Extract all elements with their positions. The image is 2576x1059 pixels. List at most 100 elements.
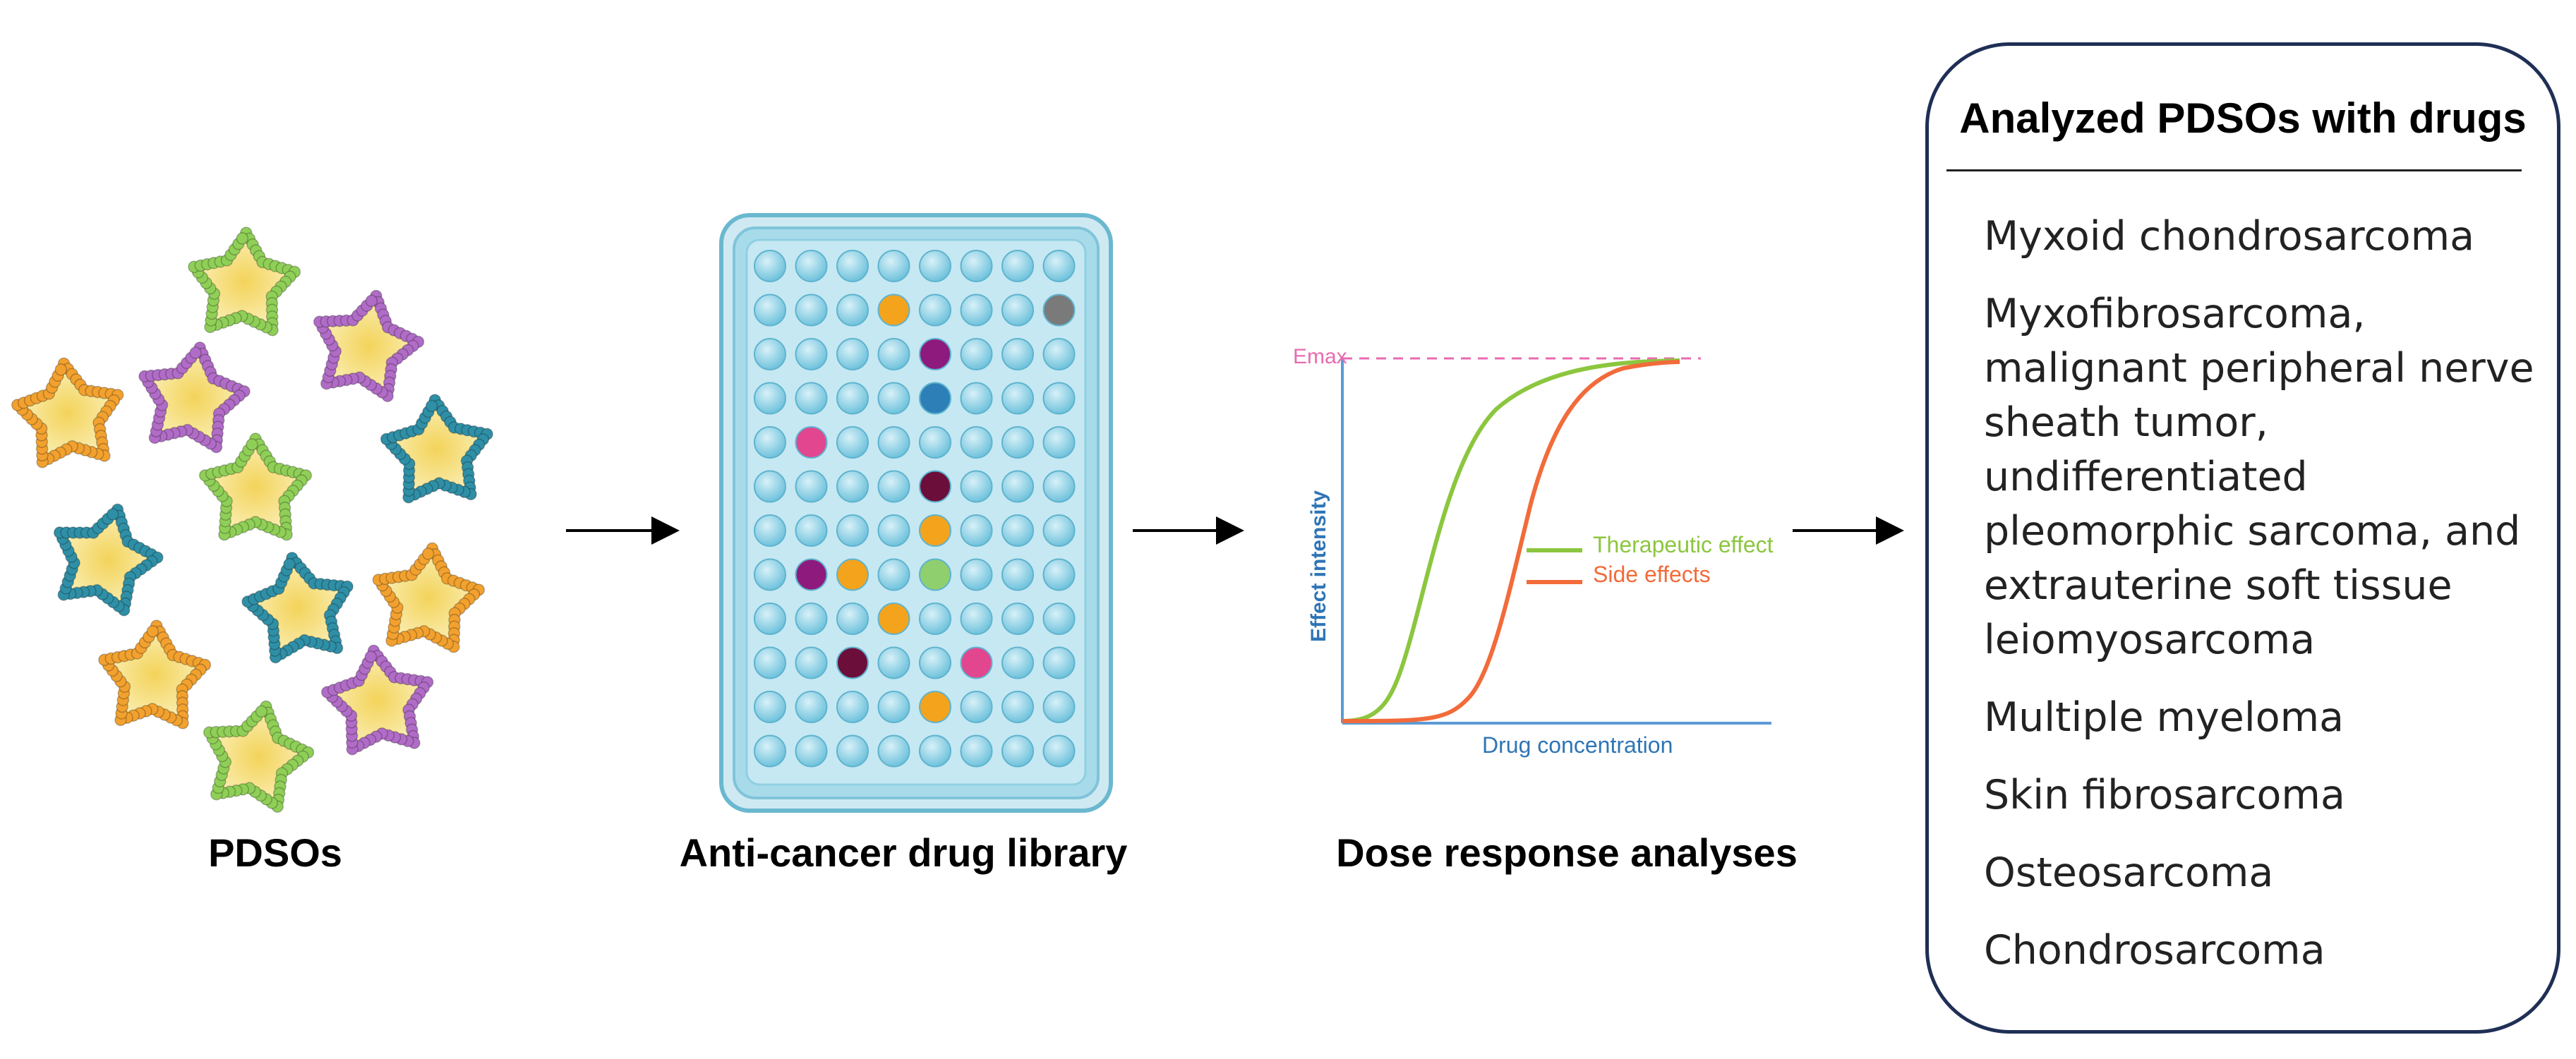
- plate-well: [754, 294, 786, 327]
- plate-well: [1042, 558, 1076, 591]
- drug-well: [919, 338, 951, 370]
- plate-well: [877, 426, 910, 459]
- organoid-bead: [283, 557, 296, 571]
- plate-well: [836, 294, 869, 327]
- plate-well: [960, 603, 993, 635]
- plate-well: [836, 691, 869, 723]
- drug-well: [877, 294, 910, 327]
- plate-well: [877, 646, 910, 679]
- organoid-bead: [365, 294, 378, 308]
- plate-well: [1001, 426, 1034, 459]
- plate-well: [960, 691, 993, 723]
- plate-well: [960, 558, 993, 591]
- plate-well: [836, 734, 869, 768]
- organoid-bead: [421, 547, 435, 560]
- plate-well: [960, 294, 993, 327]
- organoid-star: [144, 347, 244, 447]
- list-item: Myxoid chondrosarcoma: [1984, 213, 2475, 260]
- organoid-star: [248, 557, 348, 658]
- drug-plate: [719, 213, 1113, 813]
- plate-well: [836, 250, 869, 282]
- drug-well: [795, 558, 828, 591]
- plate-well: [754, 603, 786, 635]
- organoid-bead: [189, 346, 202, 359]
- plate-well: [1001, 691, 1034, 723]
- plate-well: [877, 470, 910, 503]
- organoid-bead: [364, 650, 378, 663]
- plate-well: [836, 470, 869, 503]
- legend-label-side: Side effects: [1593, 562, 1711, 587]
- y-axis-label: Effect intensity: [1307, 490, 1330, 642]
- plate-well: [1001, 382, 1034, 415]
- plate-well: [1042, 514, 1076, 547]
- plate-well: [960, 470, 993, 503]
- plate-well: [795, 294, 828, 327]
- organoid-bead: [255, 705, 268, 718]
- plate-well: [1042, 250, 1076, 282]
- plate-well: [754, 382, 786, 415]
- plate-well: [1042, 603, 1076, 635]
- side-effects-curve: [1342, 360, 1680, 723]
- plate-well: [754, 734, 786, 768]
- plate-well: [795, 514, 828, 547]
- plate-well: [1042, 646, 1076, 679]
- list-item: Skin fibrosarcoma: [1984, 772, 2345, 818]
- list-item: Multiple myeloma: [1984, 694, 2345, 741]
- plate-well: [795, 470, 828, 503]
- organoid-bead: [146, 625, 160, 638]
- plate-well: [919, 734, 951, 768]
- plate-well: [877, 691, 910, 723]
- plate-well: [836, 382, 869, 415]
- plate-well: [1001, 603, 1034, 635]
- plate-well: [754, 646, 786, 679]
- plate-well: [1042, 734, 1076, 768]
- plate-well: [919, 250, 951, 282]
- analyzed-pdsos-panel: Analyzed PDSOs with drugs Myxoid chondro…: [1925, 42, 2560, 1034]
- drug-well: [919, 691, 951, 723]
- plate-well: [877, 250, 910, 282]
- plate-well: [1001, 646, 1034, 679]
- organoid-stars-cluster: [11, 226, 493, 813]
- drug-library-label: Anti-cancer drug library: [679, 830, 1128, 875]
- drug-well: [877, 603, 910, 635]
- plate-well: [919, 603, 951, 635]
- therapeutic-effect-curve: [1342, 358, 1680, 723]
- drug-well: [919, 470, 951, 503]
- plate-well: [1042, 426, 1076, 459]
- plate-well: [795, 382, 828, 415]
- plate-well: [836, 426, 869, 459]
- list-item: Myxofibrosarcoma, malignant peripheral n…: [1984, 291, 2534, 663]
- plate-well: [877, 338, 910, 370]
- plate-well: [1001, 514, 1034, 547]
- plate-well: [836, 603, 869, 635]
- plate-well: [795, 646, 828, 679]
- organoid-bead: [246, 438, 258, 451]
- plate-well: [836, 514, 869, 547]
- plate-well: [754, 558, 786, 591]
- plate-well: [1042, 382, 1076, 415]
- plate-well: [1042, 470, 1076, 503]
- drug-well: [960, 646, 993, 679]
- panel-title: Analyzed PDSOs with drugs: [1959, 95, 2527, 142]
- plate-well: [960, 382, 993, 415]
- plate-well: [795, 691, 828, 723]
- plate-well: [877, 734, 910, 768]
- organoid-bead: [236, 232, 249, 245]
- list-item: Chondrosarcoma: [1984, 927, 2325, 974]
- emax-label: Emax: [1293, 345, 1347, 368]
- tumor-type-list: Myxoid chondrosarcoma Myxofibrosarcoma, …: [1984, 210, 2548, 1001]
- plate-well: [919, 426, 951, 459]
- drug-well: [919, 558, 951, 591]
- plate-well: [795, 603, 828, 635]
- drug-well: [795, 426, 828, 459]
- plate-well: [960, 338, 993, 370]
- drug-well: [919, 514, 951, 547]
- plate-well: [1001, 558, 1034, 591]
- organoid-bead: [425, 399, 438, 413]
- plate-well: [754, 426, 786, 459]
- legend-label-therapeutic: Therapeutic effect: [1593, 532, 1774, 557]
- plate-well: [1001, 250, 1034, 282]
- x-axis-label: Drug concentration: [1482, 732, 1673, 758]
- plate-well: [960, 734, 993, 768]
